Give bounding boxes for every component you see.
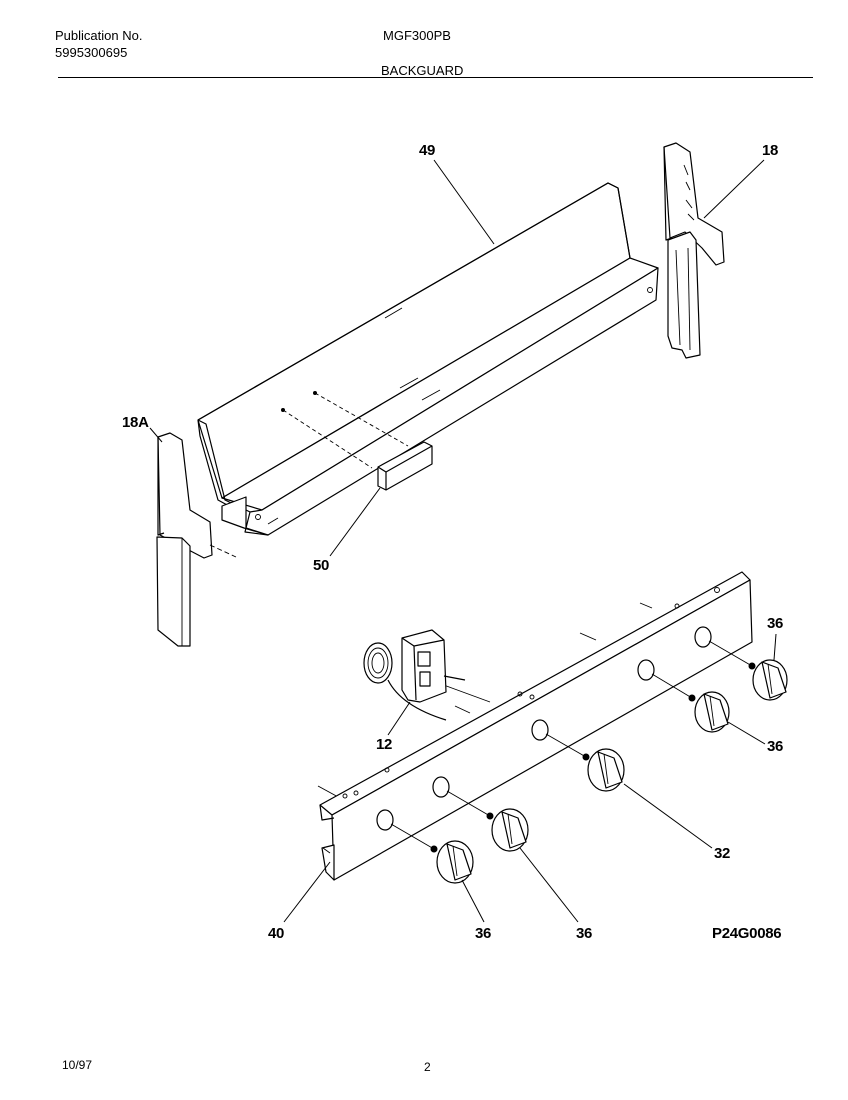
burner-knob-36-top (748, 659, 788, 701)
header-rule (58, 77, 813, 78)
part-49-backguard-panel (197, 182, 659, 536)
part-50-clip (377, 441, 433, 491)
callout-32: 32 (714, 845, 731, 862)
footer-date: 10/97 (62, 1058, 93, 1072)
burner-knob-32 (582, 748, 625, 792)
burner-knob-36-right (688, 691, 730, 733)
callout-40: 40 (268, 925, 285, 942)
callout-36-bottom-mid: 36 (576, 925, 593, 942)
part-40-control-panel (319, 571, 753, 881)
callout-36-top: 36 (767, 615, 784, 632)
callout-49: 49 (419, 142, 436, 159)
callout-12: 12 (376, 736, 393, 753)
diagram-code: P24G0086 (712, 925, 782, 942)
callout-50: 50 (313, 557, 330, 574)
callout-18a: 18A (122, 414, 149, 431)
publication-label: Publication No. (55, 28, 143, 43)
page-number: 2 (424, 1060, 431, 1074)
callout-leaders (149, 159, 777, 923)
callout-18: 18 (762, 142, 779, 159)
part-18-right-bracket (663, 142, 725, 359)
burner-knob-36-mid (486, 808, 529, 852)
part-12-thermostat (363, 629, 466, 721)
burner-knob-36-left (430, 840, 474, 884)
model-number: MGF300PB (383, 28, 451, 43)
section-title: BACKGUARD (381, 63, 464, 78)
publication-number: 5995300695 (55, 45, 128, 60)
part-18a-left-bracket (156, 432, 213, 647)
callout-36-bottom-left: 36 (475, 925, 492, 942)
callout-36-right: 36 (767, 738, 784, 755)
